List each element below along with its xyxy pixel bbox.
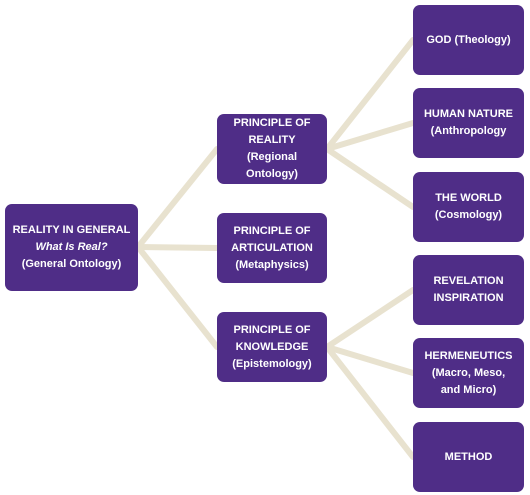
node-line-3: and Micro) [440, 383, 497, 396]
node-line-1: HUMAN NATURE [423, 108, 513, 120]
node-method: METHOD [413, 422, 524, 492]
connector-reality-world [324, 146, 416, 210]
node-line-2: INSPIRATION [433, 292, 504, 304]
connector-root-articulation [135, 244, 220, 251]
node-line-3: (Epistemology) [232, 357, 312, 370]
connector-root-knowledge [135, 244, 220, 350]
node-line-1: THE WORLD [435, 192, 502, 204]
connector-knowledge-hermeneutics [324, 344, 416, 376]
node-line-2: (Macro, Meso, [431, 366, 506, 379]
node-line-1: REVELATION [433, 275, 504, 287]
node-human-nature: HUMAN NATURE (Anthropology [413, 88, 524, 158]
connector-reality-god [324, 37, 416, 152]
node-line-1: PRINCIPLE OF [233, 323, 311, 336]
node-line-1: HERMENEUTICS [424, 349, 513, 362]
node-line-1: GOD (Theology) [426, 33, 511, 46]
node-line-2: (Anthropology [430, 125, 507, 137]
node-god: GOD (Theology) [413, 5, 524, 75]
node-reality-in-general: REALITY IN GENERAL What Is Real? (Genera… [5, 204, 138, 291]
node-line-1: METHOD [444, 450, 493, 463]
node-principle-of-knowledge: PRINCIPLE OF KNOWLEDGE (Epistemology) [217, 312, 327, 382]
connector-reality-human-nature [324, 120, 416, 152]
node-line-3: (Metaphysics) [235, 258, 309, 271]
node-line-2: (Cosmology) [434, 209, 503, 221]
node-principle-of-reality: PRINCIPLE OF REALITY (Regional Ontology) [217, 114, 327, 184]
node-line-2: KNOWLEDGE [235, 340, 309, 353]
node-question: What Is Real? [35, 241, 108, 253]
connector-knowledge-method [324, 344, 416, 460]
connector-root-reality [135, 146, 220, 250]
node-line-1: PRINCIPLE OF [233, 117, 311, 129]
node-line-3: (Regional Ontology) [246, 151, 298, 180]
node-revelation-inspiration: REVELATION INSPIRATION [413, 255, 524, 325]
node-subtitle: (General Ontology) [21, 258, 122, 270]
node-line-2: ARTICULATION [231, 241, 313, 254]
node-hermeneutics: HERMENEUTICS (Macro, Meso, and Micro) [413, 338, 524, 408]
node-line-2: REALITY [248, 134, 296, 146]
node-the-world: THE WORLD (Cosmology) [413, 172, 524, 242]
node-line-1: PRINCIPLE OF [233, 224, 311, 237]
node-title: REALITY IN GENERAL [12, 224, 131, 236]
node-principle-of-articulation: PRINCIPLE OF ARTICULATION (Metaphysics) [217, 213, 327, 283]
connector-knowledge-revelation [324, 287, 416, 350]
